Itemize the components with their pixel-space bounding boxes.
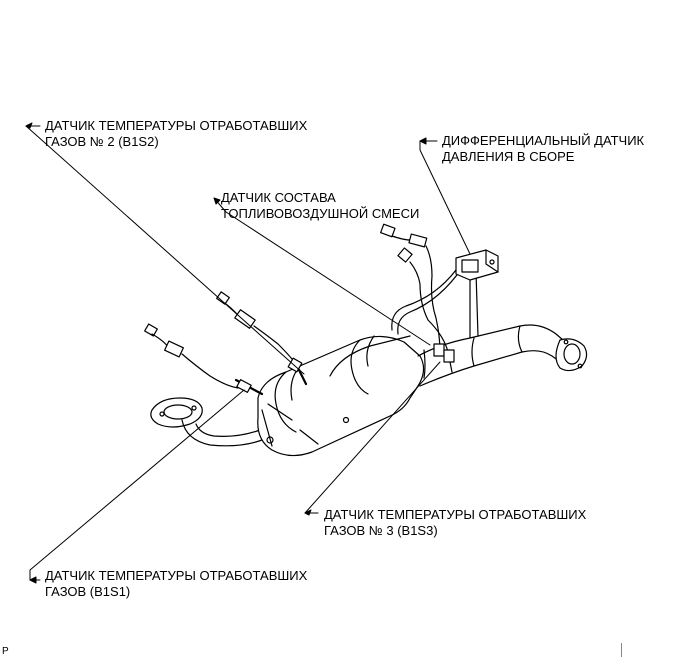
label-diff-pressure-line1: ДИФФЕРЕНЦИАЛЬНЫЙ ДАТЧИК [442,133,645,148]
pressure-tubes [329,267,479,377]
page-tick-divider [621,643,622,657]
label-air-fuel-line1: ДАТЧИК СОСТАВА [221,190,336,205]
leader-b1s1 [29,389,245,581]
front-pipe [181,419,263,447]
corner-mark: P [2,646,9,657]
label-sensor-b1s3: ДАТЧИК ТЕМПЕРАТУРЫ ОТРАБОТАВШИХ ГАЗОВ № … [324,507,586,539]
label-sensor-b1s2-line1: ДАТЧИК ТЕМПЕРАТУРЫ ОТРАБОТАВШИХ [45,118,308,133]
label-sensor-b1s2: ДАТЧИК ТЕМПЕРАТУРЫ ОТРАБОТАВШИХ ГАЗОВ № … [45,118,307,150]
diff-pressure-sensor [455,249,499,281]
label-sensor-b1s2-line2: ГАЗОВ № 2 (B1S2) [45,134,159,149]
label-sensor-b1s3-line2: ГАЗОВ № 3 (B1S3) [324,523,438,538]
label-air-fuel-sensor: ДАТЧИК СОСТАВА ТОПЛИВОВОЗДУШНОЙ СМЕСИ [221,190,419,222]
front-flange [150,397,203,428]
label-sensor-b1s3-line1: ДАТЧИК ТЕМПЕРАТУРЫ ОТРАБОТАВШИХ [324,507,587,522]
leader-lines [25,122,471,584]
label-sensor-b1s1-line2: ГАЗОВ (B1S1) [45,584,131,599]
rear-flange [555,338,588,372]
sensor-b1s1-assembly [144,323,264,396]
label-diff-pressure-sensor: ДИФФЕРЕНЦИАЛЬНЫЙ ДАТЧИК ДАВЛЕНИЯ В СБОРЕ [442,133,644,165]
sensor-b1s3-assembly [397,247,455,379]
converter-body [257,335,425,457]
leader-diff-pressure [419,140,471,255]
label-diff-pressure-line2: ДАВЛЕНИЯ В СБОРЕ [442,149,575,164]
label-sensor-b1s1: ДАТЧИК ТЕМПЕРАТУРЫ ОТРАБОТАВШИХ ГАЗОВ (B… [45,568,307,600]
air-fuel-sensor-assembly [380,223,445,357]
label-air-fuel-line2: ТОПЛИВОВОЗДУШНОЙ СМЕСИ [221,206,420,221]
leader-b1s2 [25,125,305,375]
label-sensor-b1s1-line1: ДАТЧИК ТЕМПЕРАТУРЫ ОТРАБОТАВШИХ [45,568,308,583]
